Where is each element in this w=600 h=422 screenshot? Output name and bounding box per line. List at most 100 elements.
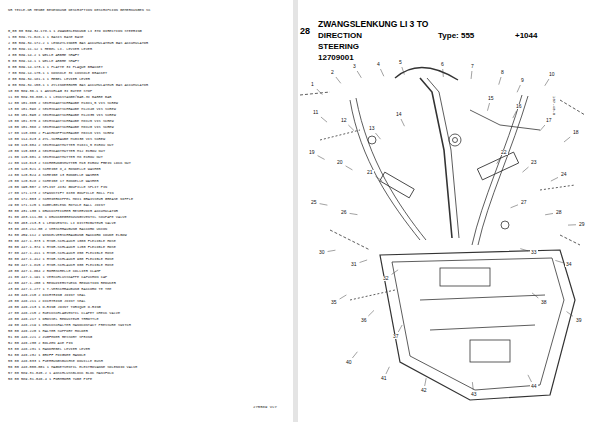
leader-line — [340, 295, 347, 299]
callout-number: 19 — [308, 150, 316, 155]
drawing-code: 107-40-8 — [552, 96, 556, 115]
leader-line — [545, 213, 553, 214]
callout-number: 40 — [345, 360, 353, 365]
callout-number: 23 — [530, 160, 538, 165]
leader-line — [567, 312, 573, 317]
leader-line — [472, 382, 474, 390]
leader-line — [564, 137, 570, 142]
table-row: 30 00 431.130 1 DRUCKSPEICHER RESERVOIR … — [8, 210, 118, 214]
table-row: 21 00 115.601 4 SECHSKANTMUTTER M8 ECROU… — [8, 156, 103, 160]
table-row: 42 00 447.1.200 1 REDUZIERSTUECK REDUCTI… — [8, 282, 116, 286]
table-row: 44 00 446.210 2 DICHTRING JOINT SEAL — [8, 294, 86, 298]
table-row: 22 00 118.613 2 SICHERUNGSMUTTER M10 ECR… — [8, 162, 131, 166]
callout-number: 11 — [312, 110, 319, 115]
table-row: 2 00 589.34.172.2 1 LENKZYLINDER GAS ACC… — [8, 42, 148, 46]
table-row: 19 00 115.604 2 SECHSKANTMUTTER M16x1,5 … — [8, 144, 114, 148]
callout-number: 38 — [540, 300, 548, 305]
callout-number: 2 — [330, 70, 335, 75]
callout-number: 35 — [330, 300, 338, 305]
leader-line — [336, 77, 341, 83]
leader-line — [398, 325, 402, 332]
table-header: NR TEILE-NR MENGE BENENNUNG DESCRIPTION … — [8, 9, 150, 13]
leader-line — [513, 111, 517, 118]
leader-line — [368, 310, 374, 316]
callout-number: 5 — [398, 60, 403, 65]
leader-line — [350, 213, 358, 214]
table-row: 55 00 446.033 1 FUEHRUNGSBUCHSE DOUILLE … — [8, 360, 103, 364]
callout-number: 15 — [487, 96, 495, 101]
callout-number: 8 — [500, 70, 505, 75]
table-row: 43 00 447.1.277 1 T-VERSCHRAUBUNG RACCOR… — [8, 288, 112, 292]
callout-number: 10 — [548, 72, 556, 77]
table-row: 39 00 447.1.815 2 HYDR.SCHLAUCH 600 FLEX… — [8, 264, 114, 268]
callout-number: 31 — [350, 262, 358, 267]
callout-number: 36 — [360, 318, 368, 323]
table-row: 29 00 171.125 1 KUGELGELENK ROTULE BALL … — [8, 204, 105, 208]
callout-number: 42 — [420, 388, 428, 393]
leader-line — [497, 157, 501, 164]
table-row: 52 00 446.230 2 BOLZEN AXE PIN — [8, 342, 73, 346]
table-row: 9 00 589.34.150.1 1 ZYLINDERROHR GAS ACC… — [8, 84, 148, 88]
leader-line — [318, 156, 325, 160]
table-row: 0,00 00 589.34.178.1 1 ZWANGSLENKUNG LI … — [8, 30, 142, 34]
callout-number: 20 — [336, 160, 344, 165]
exploded-view — [300, 67, 585, 400]
callout-number: 6 — [440, 62, 445, 67]
page-footer: 275589 VLY — [253, 405, 277, 409]
table-row: 14 00 101.590 2 SECHSKANTSCHRAUBE M12x35… — [8, 114, 116, 118]
title-french: DIRECTION — [318, 32, 362, 40]
table-row: 6 00 589.14.173.1 1 PLATTE 3I PLAQUE BRA… — [8, 66, 103, 70]
table-row: 5 00 589.14.1 1 WELLE ARBRE SHAFT — [8, 60, 79, 64]
leader-line — [386, 367, 389, 374]
leader-line — [471, 71, 473, 79]
callout-number: 28 — [555, 210, 563, 215]
table-row: 28 00 172.003 2 SCHMIERNIPPEL M8x1 GRAIS… — [8, 198, 133, 202]
table-row: 4 00 589.14.2 1 WELLE ARBRE SHAFT — [8, 54, 79, 58]
table-row: 11 00 589.36.080.1 1 LENKSTANGE/BAR.3I B… — [8, 96, 112, 100]
table-row: 10 00 589.36.1 1 ANSCHLAG 3I BUTEE STOP — [8, 90, 92, 94]
table-row: 12 00 101.865 2 SECHSKANTSCHRAUBE M16x1,… — [8, 102, 118, 106]
table-row: 32 00 463.213.3 1 LENKVENTIL LI DISTRIBU… — [8, 222, 116, 226]
callout-number: 26 — [340, 210, 348, 215]
leader-line — [551, 177, 558, 181]
table-row: 51 00 446.221 2 ZUGFEDER RESSORT SPRING — [8, 336, 92, 340]
leader-line — [499, 77, 501, 85]
leader-line — [545, 79, 549, 86]
callout-number: 41 — [380, 376, 388, 381]
leader-line — [511, 205, 518, 208]
drawing-number: 12709001 — [318, 54, 354, 62]
leader-line — [360, 260, 368, 263]
leader-line — [375, 133, 380, 139]
table-row: 57 00 589.31.045.2 1 ANSCHLUSSBLOCK BLOC… — [8, 372, 114, 376]
page-title: ZWANGSLENKUNG LI 3 TO — [318, 20, 428, 29]
page-gutter — [293, 0, 298, 422]
leader-line — [522, 167, 528, 172]
leader-line — [517, 85, 520, 92]
leader-line — [320, 204, 328, 206]
callout-number: 17 — [545, 118, 553, 123]
table-row: 54 00 446.232 1 GRIFF POIGNEE HANDLE — [8, 354, 86, 358]
table-row: 24 00 120.524 4 SCHEIBE 13 RONDELLE WASH… — [8, 174, 99, 178]
leader-line — [380, 69, 383, 76]
table-row: 17 00 110.806 2 FLACHKOPFSCHRAUBE M6x16 … — [8, 132, 114, 136]
leader-line — [532, 293, 538, 298]
leader-line — [321, 117, 327, 122]
table-row: 53 00 446.231 1 HANDHEBEL LEVIER LEVER — [8, 348, 90, 352]
type-number: Type: 555 — [438, 32, 474, 40]
table-row: 23 00 120.521 4 SCHEIBE 8,4 RONDELLE WAS… — [8, 168, 101, 172]
page-number: 28 — [300, 27, 310, 36]
leader-line — [568, 224, 576, 225]
table-row: 7 00 589.14.175.1 1 KONSOLE 3I CONSOLE B… — [8, 72, 107, 76]
callout-number: 13 — [368, 126, 376, 131]
leader-line — [540, 125, 545, 131]
table-row: 36 00 447.1.374 1 HYDR.SCHLAUCH 1250 FLE… — [8, 246, 116, 250]
table-row: 35 00 447.1.373 1 HYDR.SCHLAUCH 1000 FLE… — [8, 240, 116, 244]
table-row: 56 00 448.000.001 1 MAGNETVENTIL ELECTRO… — [8, 366, 137, 370]
table-row: 49 00 446.219 1 DRUCKSCHALTER MANOCONTAC… — [8, 324, 131, 328]
table-row: 48 00 446.217 1 DROSSEL REDUCTEUR THROTT… — [8, 318, 99, 322]
callout-number: 27 — [520, 200, 528, 205]
table-row: 8 00 589.34.181.1 1 HEBEL LEVIER LEVER — [8, 78, 90, 82]
callout-number: 33 — [530, 250, 538, 255]
table-row: 1 00 589.71.028.1 1 BASIS BASE BASE — [8, 36, 83, 40]
leader-line — [328, 250, 336, 251]
